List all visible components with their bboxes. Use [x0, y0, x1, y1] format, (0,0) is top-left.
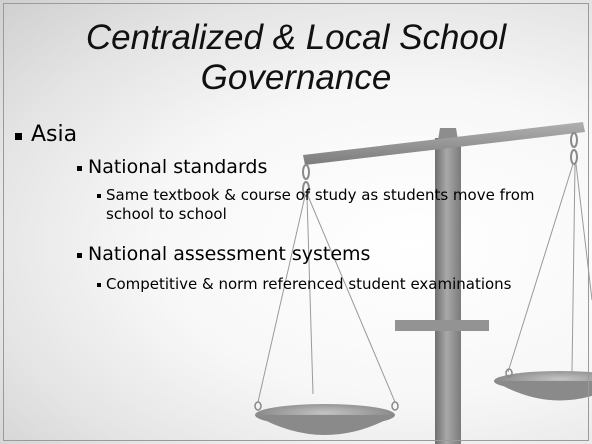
bullet-text: National assessment systems — [88, 243, 371, 265]
bullet-square-icon — [77, 253, 82, 258]
bullet-item: Competitive & norm referenced student ex… — [97, 275, 577, 294]
bullet-item: Same textbook & course of study as stude… — [97, 186, 572, 224]
bullet-text: National standards — [88, 156, 268, 178]
bullet-square-icon — [97, 283, 101, 287]
bullet-text: Competitive & norm referenced student ex… — [106, 275, 512, 293]
bullet-square-icon — [15, 133, 22, 140]
bullet-square-icon — [97, 194, 101, 198]
bullet-text: Same textbook & course of study as stude… — [106, 186, 535, 223]
slide-title: Centralized & Local School Governance — [85, 18, 507, 97]
bullet-item: Asia — [15, 122, 77, 148]
bullet-item: National assessment systems — [77, 243, 370, 266]
bullet-text: Asia — [31, 122, 78, 147]
bullet-square-icon — [77, 166, 82, 171]
bullet-item: National standards — [77, 156, 267, 179]
